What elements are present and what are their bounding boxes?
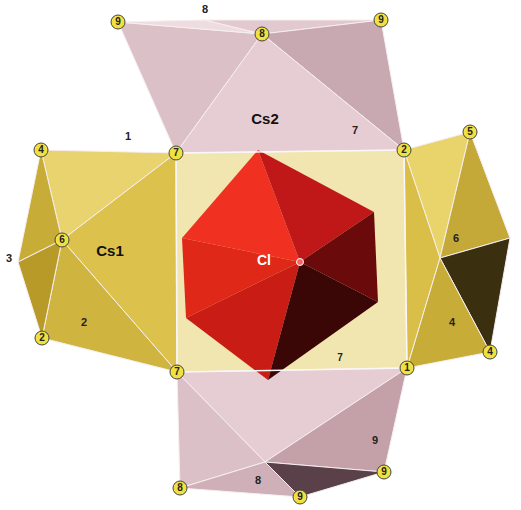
vertex-number: 3 (6, 253, 12, 264)
vertex-dot (374, 13, 388, 27)
vertex-number: 5 (467, 127, 473, 137)
chlorine-atom (297, 259, 304, 266)
vertex-number: 9 (372, 435, 378, 446)
vertex-dot (400, 361, 414, 375)
vertex-number: 9 (378, 15, 384, 25)
vertex-number: 2 (401, 145, 407, 155)
atom-label: Cs2 (251, 111, 279, 126)
polyhedron-shape (8, 144, 180, 376)
vertex-number: 1 (125, 131, 131, 142)
vertex-dot (34, 143, 48, 157)
vertex-dot (463, 125, 477, 139)
vertex-number: 7 (173, 148, 179, 158)
vertex-number: 9 (115, 17, 121, 27)
vertex-number: 2 (39, 333, 45, 343)
vertex-number: 9 (297, 492, 303, 502)
cs2-face (265, 462, 384, 497)
vertex-number: 8 (202, 4, 208, 15)
polyhedron-face (42, 240, 177, 372)
vertex-number: 8 (259, 29, 265, 39)
vertex-number: 4 (487, 347, 493, 357)
cube-edge (176, 150, 404, 153)
cs1-polyhedron: Cs1 (8, 144, 180, 376)
vertex-dot (173, 481, 187, 495)
vertex-number: 7 (352, 125, 358, 136)
vertex-number: 1 (404, 363, 410, 373)
vertex-number: 6 (453, 233, 459, 244)
cube-edge (176, 153, 177, 372)
vertex-number: 8 (177, 483, 183, 493)
vertex-number: 2 (81, 317, 87, 328)
polyhedron-face (176, 34, 404, 153)
cs1-face (440, 132, 510, 258)
vertex-number: 6 (59, 235, 65, 245)
cube-edge (177, 368, 407, 372)
cs2-face (265, 368, 407, 472)
vertex-dot (377, 465, 391, 479)
vertex-number: 8 (255, 475, 261, 486)
vertex-dot (169, 146, 183, 160)
vertex-dot (397, 143, 411, 157)
vertex-dot (55, 233, 69, 247)
vertex-number: 4 (449, 317, 455, 328)
cube-edge (404, 150, 407, 368)
vertex-dot (293, 490, 307, 504)
polyhedron-shape (178, 146, 382, 384)
polyhedron-face (18, 240, 62, 338)
atom-label: Cs1 (96, 243, 124, 258)
cs1-face (407, 258, 490, 368)
vertex-dot (111, 15, 125, 29)
vertex-dot (35, 331, 49, 345)
vertex-number: 7 (337, 353, 343, 363)
vertex-dot (255, 27, 269, 41)
cl-octahedron: Cl (178, 146, 382, 384)
polyhedron-face (268, 262, 378, 380)
vertex-number: 7 (174, 367, 180, 377)
vertex-number: 9 (381, 467, 387, 477)
vertex-dot (483, 345, 497, 359)
vertex-number: 4 (38, 145, 44, 155)
atom-label: Cl (257, 253, 271, 267)
vertex-dot (170, 365, 184, 379)
